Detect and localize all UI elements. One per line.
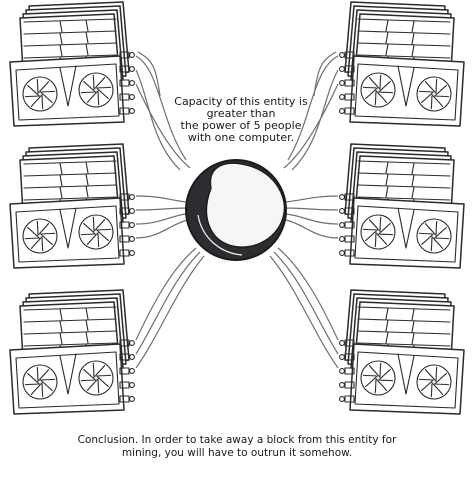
fan-icon [416, 218, 452, 254]
rig-ports [119, 339, 135, 403]
rig-ports [119, 51, 135, 115]
fan-icon [416, 76, 452, 112]
cable-line [283, 83, 339, 169]
fan-icon [360, 360, 396, 396]
fan-icon [360, 72, 396, 108]
mining-rig [339, 143, 465, 269]
sphere-highlight [205, 162, 285, 248]
cable-line [135, 69, 181, 171]
top-caption: Capacity of this entity is greater than … [174, 95, 308, 144]
cable-line [135, 83, 191, 169]
fan-icon [78, 72, 114, 108]
cable-line [285, 207, 339, 211]
fan-icon [416, 364, 452, 400]
mining-rig [9, 289, 135, 415]
cable-line [135, 195, 187, 203]
mining-pool-sphere [185, 159, 287, 261]
mining-rig [339, 289, 465, 415]
cable-line [277, 247, 339, 341]
fan-icon [22, 218, 58, 254]
fan-icon [78, 214, 114, 250]
cable-line [135, 55, 187, 161]
cable-line [135, 213, 187, 225]
cable-line [285, 213, 339, 225]
cable-line [269, 255, 339, 369]
cable-line [313, 51, 337, 97]
cable-line [285, 219, 339, 239]
cable-line [135, 255, 205, 369]
cables-group [135, 51, 339, 369]
cable-line [135, 251, 201, 355]
mining-rig [9, 1, 135, 127]
mining-rigs-group [9, 1, 465, 415]
mining-rig [339, 1, 465, 127]
sphere-rim-light [197, 214, 243, 256]
bottom-caption: Conclusion. In order to take away a bloc… [77, 434, 397, 459]
cable-line [287, 55, 339, 161]
cable-line [273, 251, 339, 355]
cable-line [135, 247, 197, 341]
rig-ports [339, 339, 355, 403]
mining-rig [9, 143, 135, 269]
fan-icon [78, 360, 114, 396]
cable-line [285, 195, 339, 203]
rig-ports [339, 193, 355, 257]
cable-line [137, 51, 161, 97]
rig-ports [119, 193, 135, 257]
fan-icon [22, 364, 58, 400]
fan-icon [22, 76, 58, 112]
cable-line [135, 219, 189, 239]
cable-line [135, 207, 187, 211]
fan-icon [360, 214, 396, 250]
rig-ports [339, 51, 355, 115]
